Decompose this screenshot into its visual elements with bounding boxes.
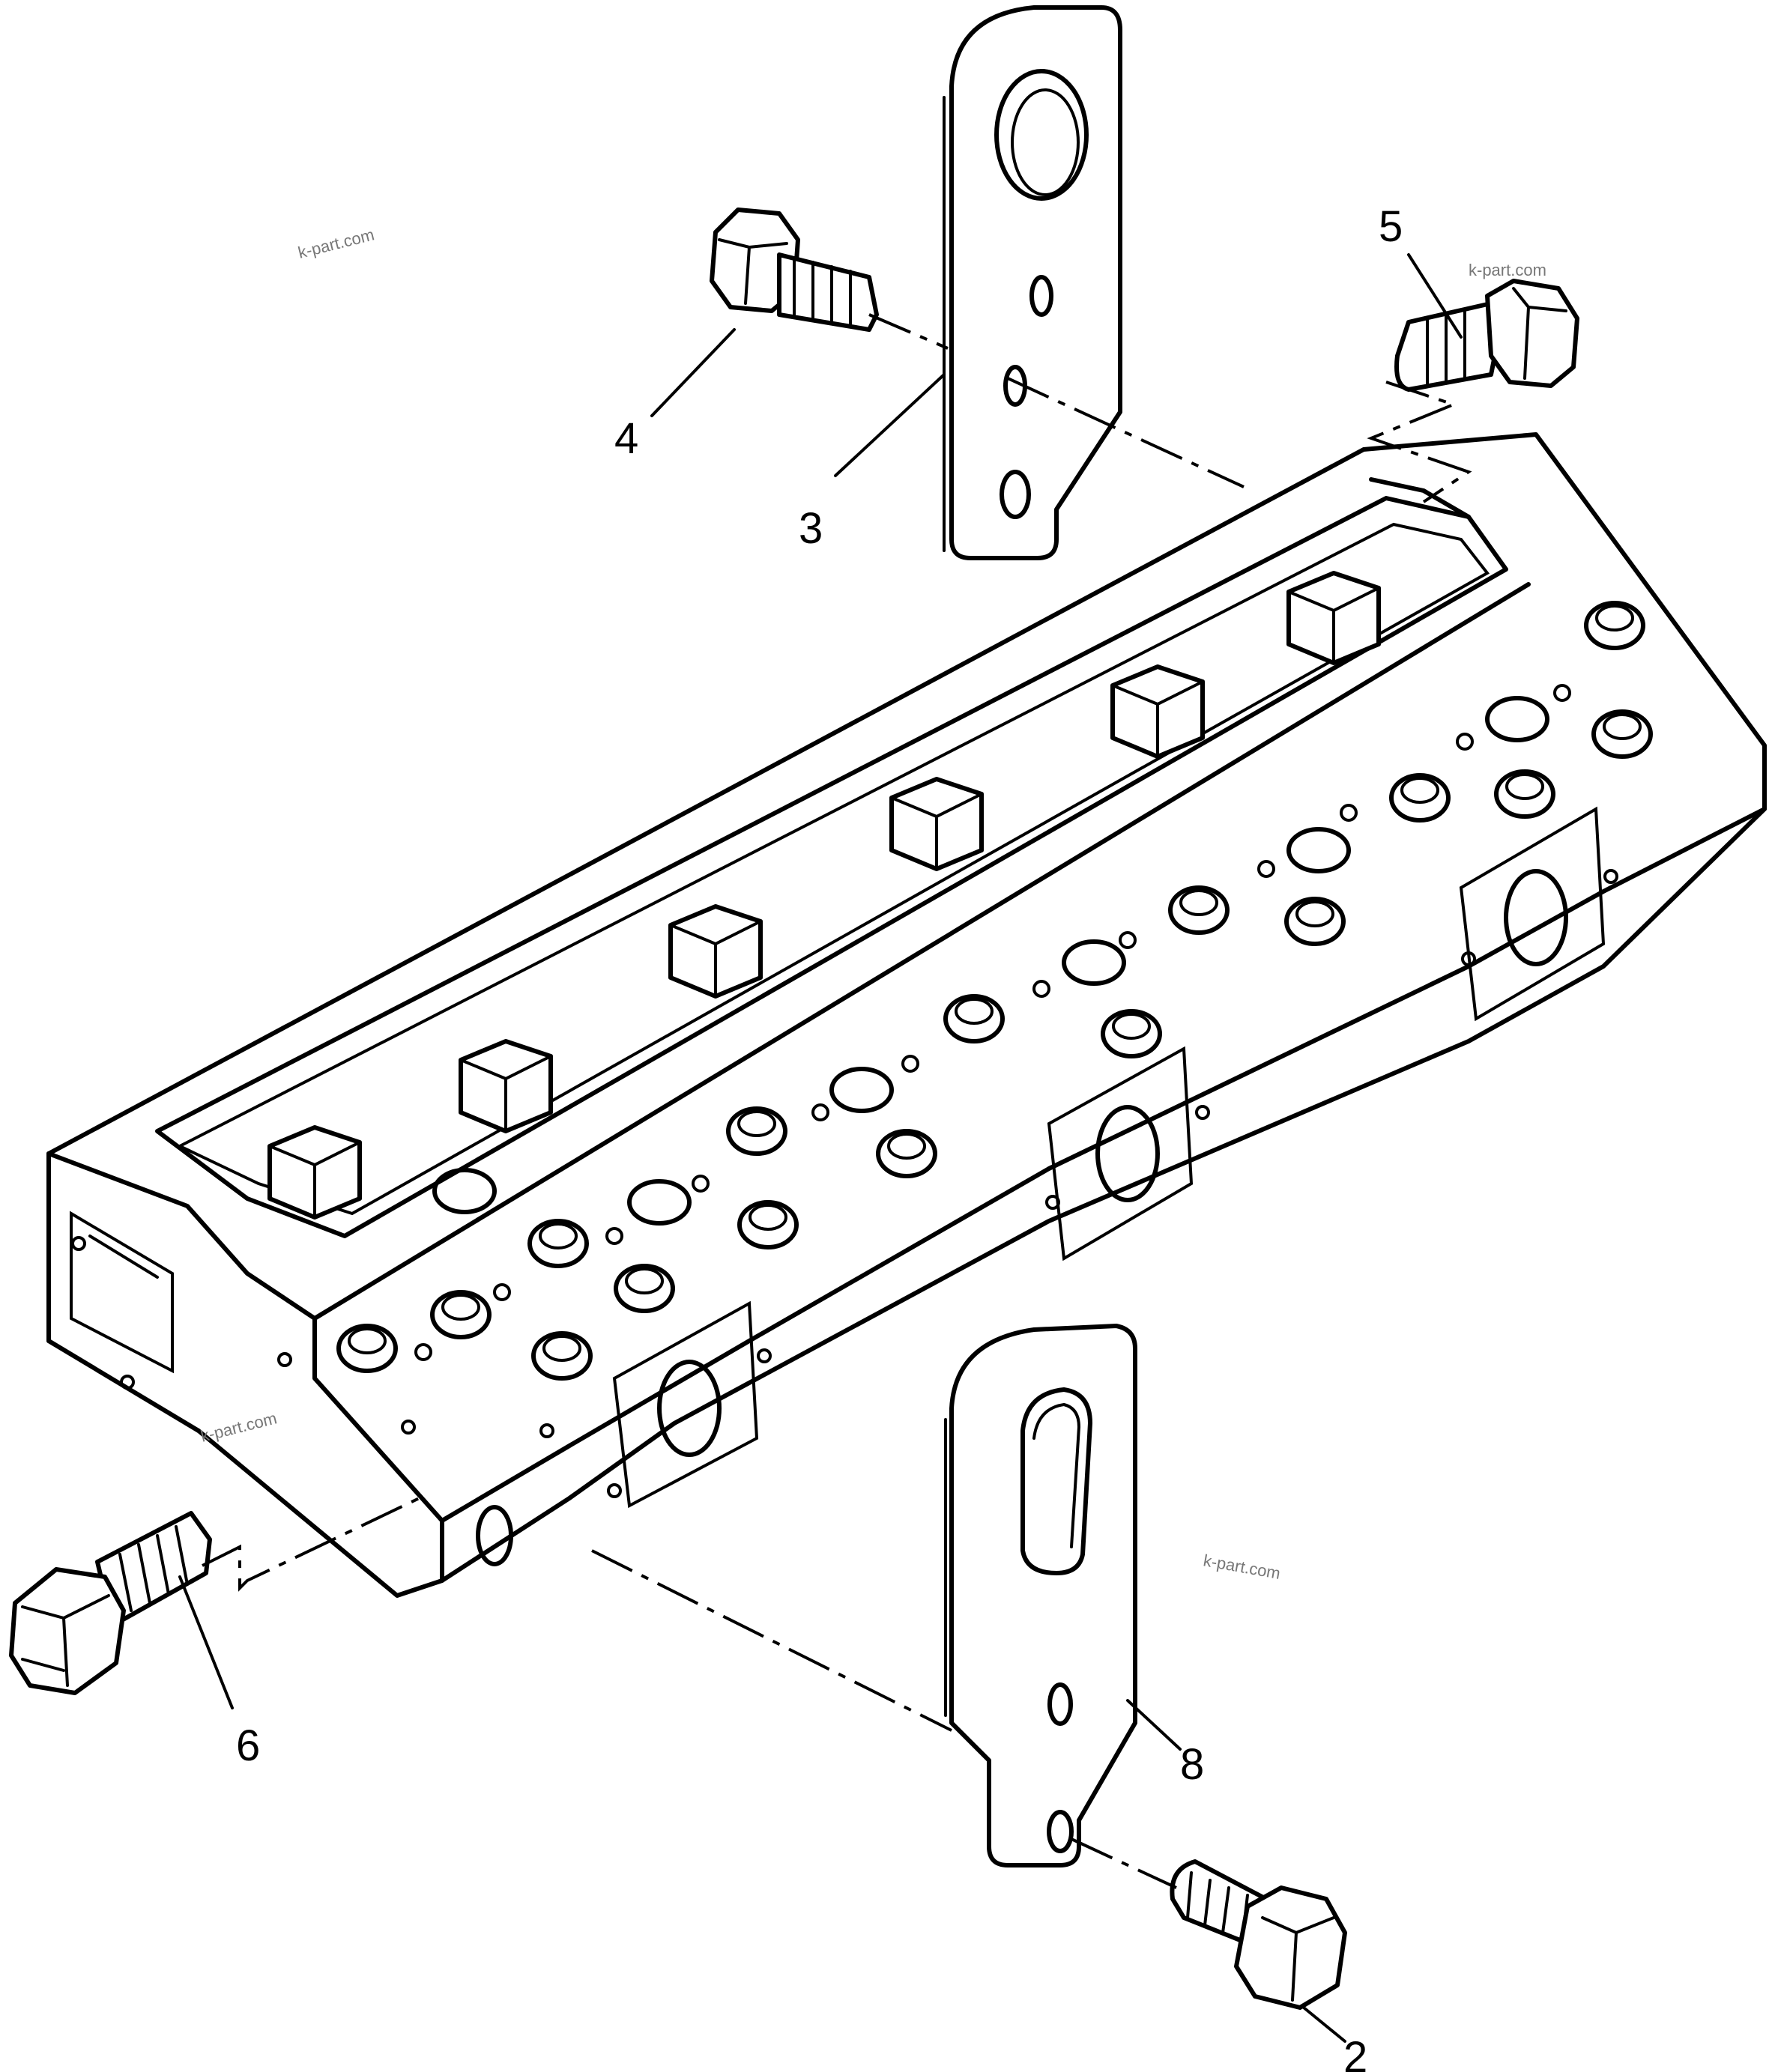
cover-studs <box>267 571 1381 1220</box>
bolt-6 <box>9 1511 212 1695</box>
watermark-4: k-part.com <box>1202 1551 1282 1583</box>
bolt-2 <box>1170 1859 1347 2010</box>
bolt-5 <box>1394 279 1579 392</box>
callout-leaders <box>178 253 1463 2043</box>
lifting-bracket-upper <box>943 5 1122 560</box>
watermark-1: k-part.com <box>296 225 376 261</box>
callout-2: 2 <box>1343 2033 1367 2072</box>
alignment-lines <box>202 313 1472 1889</box>
bolt-4 <box>710 207 879 332</box>
callout-3: 3 <box>799 504 823 553</box>
cylinder-head <box>46 432 1767 1598</box>
callout-4: 4 <box>614 414 638 463</box>
callout-8: 8 <box>1180 1740 1204 1789</box>
watermark-2: k-part.com <box>1469 261 1546 279</box>
lifting-bracket-lower <box>944 1324 1137 1867</box>
callout-numbers: 2 3 4 5 6 8 <box>236 202 1403 2072</box>
valve-ports <box>336 601 1653 1381</box>
callout-6: 6 <box>236 1721 260 1770</box>
callout-5: 5 <box>1379 202 1403 251</box>
